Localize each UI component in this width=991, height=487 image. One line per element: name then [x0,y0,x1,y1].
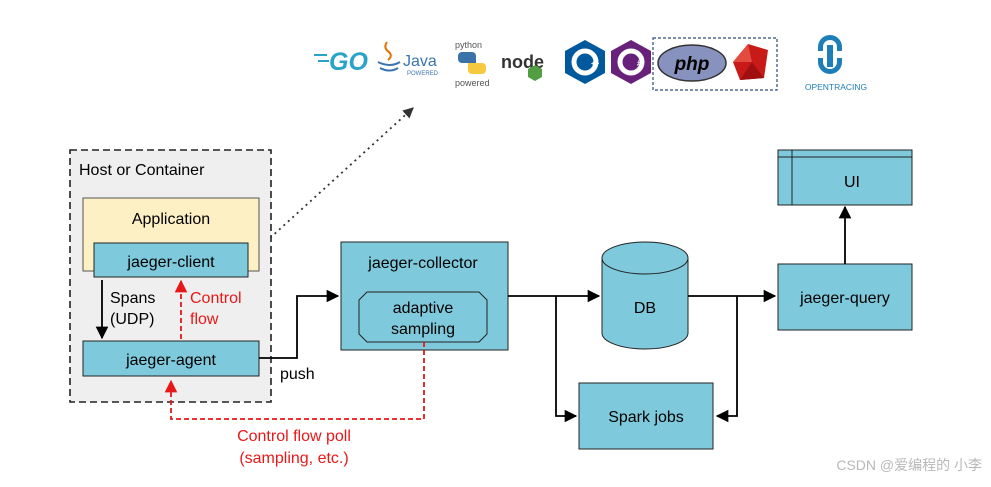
jaeger-client-label: jaeger-client [126,254,215,271]
spark-to-db-arrow [715,296,738,423]
control-flow-label-line2: flow [190,311,219,328]
push-arrow [259,289,340,359]
php-logo-text: php [674,54,710,75]
jaeger-query-box [777,263,913,331]
adaptive-sampling-box [358,291,488,343]
language-logos: GO Java POWERED python powered node ++ [314,35,867,92]
jaeger-collector-label: jaeger-collector [367,255,478,272]
control-flow-poll-label-line1: Control flow poll [237,428,351,445]
push-label: push [280,366,315,383]
java-logo-subtext: POWERED [407,71,439,77]
spans-label-line2: (UDP) [110,311,154,328]
db-cylinder [601,241,689,350]
python-logo-bottom-text: powered [455,78,490,88]
java-logo-icon: Java POWERED [377,41,439,77]
ui-label: UI [844,174,860,191]
go-logo-icon: GO [314,48,368,76]
svg-text:++: ++ [591,61,599,68]
php-logo-icon: php [657,44,727,82]
cpp-logo-icon: ++ [565,40,605,84]
jaeger-agent-box [82,340,260,377]
control-flow-poll-arrow [164,342,425,420]
spans-label-line1: Spans [110,290,155,307]
watermark: CSDN @爱编程的 小李 [836,457,982,473]
spark-jobs-box [578,382,714,450]
csharp-logo-icon: # [611,40,651,84]
jaeger-client-box [93,242,249,278]
application-label: Application [132,211,210,228]
client-to-logos-dotted-arrow [247,107,414,259]
svg-text:#: # [637,59,642,68]
go-logo-text: GO [329,48,368,76]
db-to-spark-arrow [555,296,578,423]
ruby-logo-icon [733,44,768,80]
python-logo-top-text: python [455,40,482,50]
node-logo-icon: node [501,52,544,81]
adaptive-sampling-label-line1: adaptive [393,300,454,317]
opentracing-logo-icon: OPENTRACING [805,35,867,92]
java-logo-text: Java [403,53,437,70]
jaeger-query-label: jaeger-query [799,290,890,307]
host-container-label: Host or Container [79,162,205,179]
adaptive-sampling-label-line2: sampling [391,321,455,338]
spark-jobs-label: Spark jobs [608,409,684,426]
control-flow-label-line1: Control [190,290,242,307]
ui-box [777,149,913,206]
db-label: DB [634,300,656,317]
python-logo-icon: python powered [455,40,490,88]
opentracing-logo-text: OPENTRACING [805,82,867,92]
jaeger-agent-label: jaeger-agent [125,352,216,369]
control-flow-poll-label-line2: (sampling, etc.) [239,450,348,467]
